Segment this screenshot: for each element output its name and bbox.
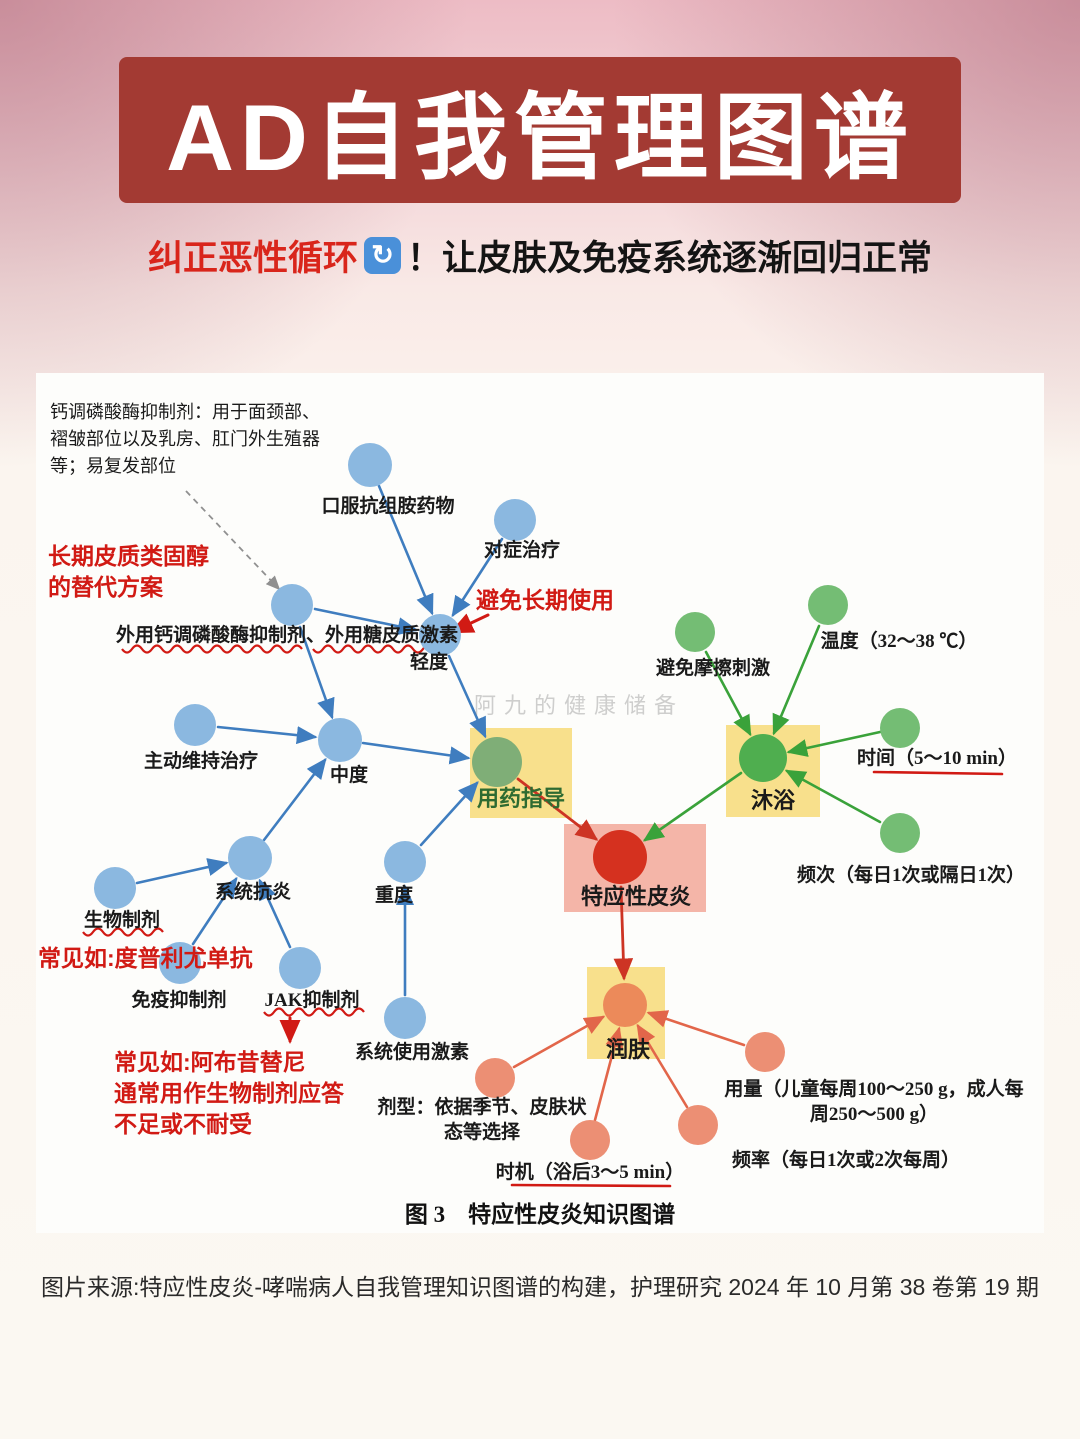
node-oral-antihistamine-circle (348, 443, 392, 487)
label-medication-guidance: 用药指导 (476, 786, 566, 811)
page-title: AD自我管理图谱 (166, 85, 914, 190)
edge-time-to-bathing (786, 730, 882, 757)
edge-proactive-maintenance-to-moderate (216, 725, 318, 745)
node-systemic-antiinflammatory-circle (228, 836, 272, 880)
label-jak-inhibitor: JAK抑制剂 (264, 990, 360, 1011)
edge-bath-frequency-to-bathing (784, 769, 882, 824)
edge-jak-inhibitor-to-systemic-antiinflammatory (258, 878, 292, 949)
knowledge-graph-canvas (82, 443, 1004, 1188)
dashed-note-arrow (185, 490, 281, 591)
label-biologics: 生物制剂 (83, 910, 161, 931)
label-time: 时间（5～10 min） (857, 748, 1017, 769)
edge-biologics-to-systemic-antiinflammatory (135, 858, 229, 885)
wavy-underline-jak (263, 1007, 365, 1017)
label-severe: 重度 (374, 885, 414, 906)
annotation-steroid-alternative: 长期皮质类固醇 的替代方案 (48, 543, 209, 601)
label-bath-frequency: 频次（每日1次或隔日1次） (796, 865, 1026, 886)
knowledge-graph-figure: 口服抗组胺药物 对症治疗 外用钙调磷酸酶抑制剂、外用糖皮质激素 轻度 主动维持治… (36, 373, 1044, 1233)
label-systemic-corticosteroid: 系统使用激素 (354, 1042, 470, 1063)
edge-dosage-form-to-moisturizing (512, 1015, 606, 1069)
label-immunosuppressant: 免疫抑制剂 (131, 990, 227, 1011)
node-symptomatic-treatment-circle (494, 499, 536, 541)
node-moisturizing-circle (603, 983, 647, 1027)
edge-topical-to-moderate (298, 625, 335, 720)
node-bath-frequency-circle (880, 813, 920, 853)
annotation-avoid-longterm: 避免长期使用 (476, 587, 614, 613)
node-biologics-circle (94, 867, 136, 909)
page-title-banner: AD自我管理图谱 (119, 57, 961, 203)
underline-timing (510, 1183, 672, 1188)
edge-topical-to-mild (313, 607, 419, 636)
figure-caption: 图 3 特应性皮炎知识图谱 (404, 1202, 676, 1227)
edge-bathing-to-atopic-dermatitis (642, 771, 743, 842)
edge-timing-to-moisturizing (593, 1026, 624, 1122)
edge-severe-to-medication-guidance (419, 781, 479, 847)
node-mild-circle (419, 614, 461, 656)
edge-symptomatic-treatment-to-mild (451, 537, 504, 618)
label-symptomatic-treatment: 对症治疗 (483, 540, 561, 561)
edge-avoid-friction-to-bathing (704, 650, 752, 737)
label-avoid-friction: 避免摩擦刺激 (655, 658, 771, 679)
label-bathing: 沐浴 (750, 788, 796, 813)
label-systemic-antiinflammatory: 系统抗炎 (214, 882, 292, 903)
edge-medication-guidance-to-atopic-dermatitis (516, 777, 599, 841)
node-immunosuppressant-circle (159, 942, 201, 984)
label-moderate: 中度 (329, 765, 369, 786)
edge-systemic-antiinflammatory-to-moderate (262, 757, 327, 842)
underline-time (872, 770, 1004, 776)
node-amount-circle (745, 1032, 785, 1072)
label-amount: 用量（儿童每周100～250 g，成人每周250～500 g） (724, 1079, 1024, 1126)
wavy-underline-biologics (82, 927, 164, 937)
subtitle: 纠正恶性循环 ↻ ！让皮肤及免疫系统逐渐回归正常 (0, 230, 1080, 281)
node-severe-circle (384, 841, 426, 883)
node-medication-guidance-circle (472, 737, 522, 787)
label-topical-tci-tcs: 外用钙调磷酸酶抑制剂、外用糖皮质激素 (115, 625, 459, 646)
edge-immunosuppressant-to-systemic-antiinflammatory (191, 876, 238, 946)
edge-temperature-to-bathing (772, 624, 821, 736)
annotation-jak-example: 常见如:阿布昔替尼 通常用作生物制剂应答 不足或不耐受 (114, 1049, 344, 1138)
label-dosage-form: 剂型：依据季节、皮肤状态等选择 (377, 1097, 587, 1144)
edge-mild-to-medication-guidance (447, 654, 487, 739)
label-oral-antihistamine: 口服抗组胺药物 (321, 496, 455, 517)
label-timing: 时机（浴后3～5 min） (495, 1162, 685, 1183)
watermark: 阿九的健康储备 (474, 693, 685, 718)
cycle-emoji-icon: ↻ (364, 237, 401, 274)
node-topical-circle (271, 584, 313, 626)
label-temperature: 温度（32～38 ℃） (820, 631, 978, 652)
image-source: 图片来源:特应性皮炎-哮喘病人自我管理知识图谱的构建，护理研究 2024 年 1… (40, 1274, 1040, 1300)
wavy-underline-tci (121, 644, 303, 654)
annotation-biologics-example: 常见如:度普利尤单抗 (38, 945, 253, 971)
label-proactive-maintenance: 主动维持治疗 (143, 751, 259, 772)
node-temperature-circle (808, 585, 848, 625)
node-timing-circle (570, 1120, 610, 1160)
node-time-circle (880, 708, 920, 748)
node-moderate-circle (318, 718, 362, 762)
node-bathing-circle (739, 734, 787, 782)
edge-moist-frequency-to-moisturizing (636, 1023, 689, 1109)
label-moisturizing: 润肤 (605, 1037, 651, 1062)
label-atopic-dermatitis: 特应性皮炎 (580, 884, 692, 909)
node-jak-inhibitor-circle (279, 947, 321, 989)
edge-oral-antihistamine-to-mild (377, 484, 434, 616)
edge-amount-to-moisturizing (646, 1010, 746, 1047)
subtitle-rest: ！让皮肤及免疫系统逐渐回归正常 (407, 239, 933, 278)
edge-moderate-to-medication-guidance (361, 741, 471, 765)
label-moist-frequency: 频率（每日1次或2次每周） (731, 1150, 961, 1171)
edge-atopic-dermatitis-to-moisturizing (613, 885, 634, 981)
label-mild: 轻度 (409, 652, 449, 673)
note-calcineurin: 钙调磷酸酶抑制剂：用于面颈部、褶皱部位以及乳房、肛门外生殖器等；易复发部位 (50, 402, 320, 476)
node-proactive-maintenance-circle (174, 704, 216, 746)
node-avoid-friction-circle (675, 612, 715, 652)
node-dosage-form-circle (475, 1058, 515, 1098)
subtitle-highlight: 纠正恶性循环 (147, 239, 358, 278)
node-atopic-dermatitis-circle (593, 830, 647, 884)
node-moist-frequency-circle (678, 1105, 718, 1145)
node-systemic-corticosteroid-circle (384, 997, 426, 1039)
cycle-glyph: ↻ (371, 240, 394, 270)
